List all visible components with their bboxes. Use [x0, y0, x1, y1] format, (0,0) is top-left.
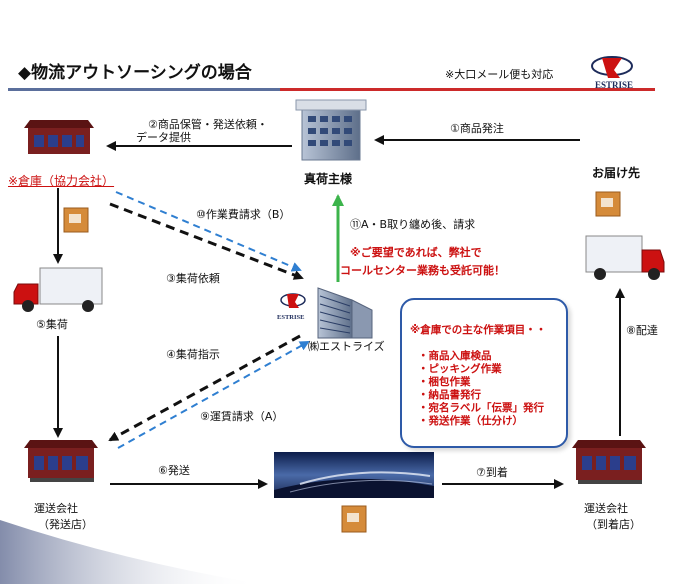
shipper-label: 真荷主様 [304, 172, 353, 186]
list-item: ・宛名ラベル「伝票」発行 [418, 402, 544, 414]
header-note: ※大口メール便も対応 [445, 68, 554, 81]
arrow-freight-claim [117, 341, 310, 449]
step-11-note-line2: コールセンター業務も受託可能！ [340, 264, 505, 277]
step-11-label: ⑪A・B取り纏め後、請求 [350, 218, 476, 231]
pickup-label: ⑤集荷 [36, 318, 68, 331]
step-3-label: ③集荷依頼 [166, 272, 220, 285]
step-7-label: ⑦到着 [476, 466, 508, 479]
delivery-truck-icon [13, 267, 103, 312]
header-divider-left [8, 88, 280, 91]
arrive-company-label: 運送会社 [584, 502, 628, 515]
step-9-label: ⑨運賃請求（A） [200, 410, 284, 423]
depart-company-label: 運送会社 [34, 502, 78, 515]
step-2-label-line1: ②商品保管・発送依頼・ [148, 118, 268, 131]
arrow-work-fee-claim [115, 191, 302, 272]
list-item: ・納品書発行 [418, 389, 481, 401]
logo-text-small: ESTRISE [277, 314, 304, 321]
warehouse-tasks-heading: ※倉庫での主な作業項目・・ [410, 324, 547, 336]
package-box-icon [595, 191, 621, 217]
highway-photo [274, 452, 434, 498]
step-8-label: ⑧配達 [626, 324, 658, 337]
warehouse-tasks-box: ※倉庫での主な作業項目・・ ・商品入庫検品 ・ピッキング作業 ・梱包作業 ・納品… [400, 298, 568, 448]
logo-text: ESTRISE [595, 80, 633, 90]
list-item: ・発送作業（仕分け） [418, 415, 523, 427]
warehouse-icon [24, 440, 98, 482]
step-10-label: ⑩作業費請求（B） [196, 208, 291, 221]
arrive-branch-label: （到着店） [586, 518, 641, 531]
step-4-label: ④集荷指示 [166, 348, 220, 361]
step-1-label: ①商品発注 [450, 122, 504, 135]
arrow-pickup-instruction [108, 334, 301, 442]
shipper-building-icon [295, 99, 367, 161]
decor-swoosh [0, 520, 260, 584]
page-title: ◆物流アウトソーシングの場合 [18, 63, 252, 83]
warehouse-icon [24, 120, 94, 154]
package-box-icon [341, 505, 367, 533]
list-item: ・商品入庫検品 [418, 350, 492, 362]
warehouse-icon [572, 440, 646, 484]
delivery-truck-icon [585, 235, 665, 280]
estrise-logo: ESTRISE [591, 56, 633, 90]
list-item: ・梱包作業 [418, 376, 471, 388]
depart-branch-label: （発送店） [38, 518, 93, 531]
step-11-note-line1: ※ご要望であれば、弊社で [350, 246, 482, 259]
warehouse-label: ※倉庫（協力会社） [8, 174, 115, 188]
step-2-label-line2: データ提供 [136, 131, 191, 144]
destination-label: お届け先 [592, 166, 641, 180]
header-divider-right [280, 88, 655, 91]
arrow-pickup-request [109, 202, 304, 280]
estrise-building-icon: ESTRISE [277, 287, 373, 339]
list-item: ・ピッキング作業 [418, 363, 502, 375]
warehouse-tasks-list: ・商品入庫検品 ・ピッキング作業 ・梱包作業 ・納品書発行 ・宛名ラベル「伝票」… [418, 350, 544, 428]
package-box-icon [63, 207, 89, 233]
estrise-label: ㈱エストライズ [308, 340, 385, 353]
step-6-label: ⑥発送 [158, 464, 190, 477]
